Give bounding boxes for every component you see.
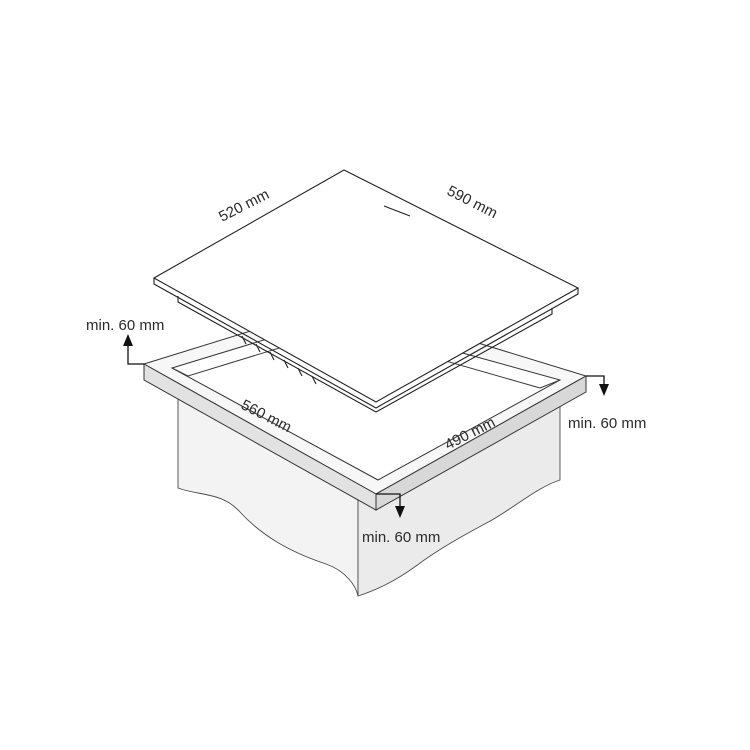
arrow-back-clearance [127, 344, 144, 365]
cabinet-right-face [357, 397, 561, 597]
clearance-arrows [123, 334, 609, 518]
label-clearance-back: min. 60 mm [86, 317, 164, 334]
label-clearance-side: min. 60 mm [568, 415, 646, 432]
arrow-side-head [599, 384, 609, 396]
hob-front-edge [153, 278, 579, 409]
label-clearance-front: min. 60 mm [362, 529, 440, 546]
hob-body-edge [177, 296, 553, 413]
cabinet [177, 392, 561, 597]
arrow-back-head [123, 334, 133, 346]
arrow-front-clearance [376, 493, 401, 508]
hob-back-notch [383, 205, 411, 217]
cutout-rim-right [539, 379, 561, 389]
cabinet-left-face [177, 392, 359, 597]
arrow-front-head [395, 506, 405, 518]
hob [152, 169, 580, 413]
hob-vent-ribs [241, 335, 317, 385]
arrow-side-clearance [586, 375, 605, 386]
worktop-side-edge [375, 375, 587, 511]
label-hob-width: 590 mm [444, 182, 500, 222]
